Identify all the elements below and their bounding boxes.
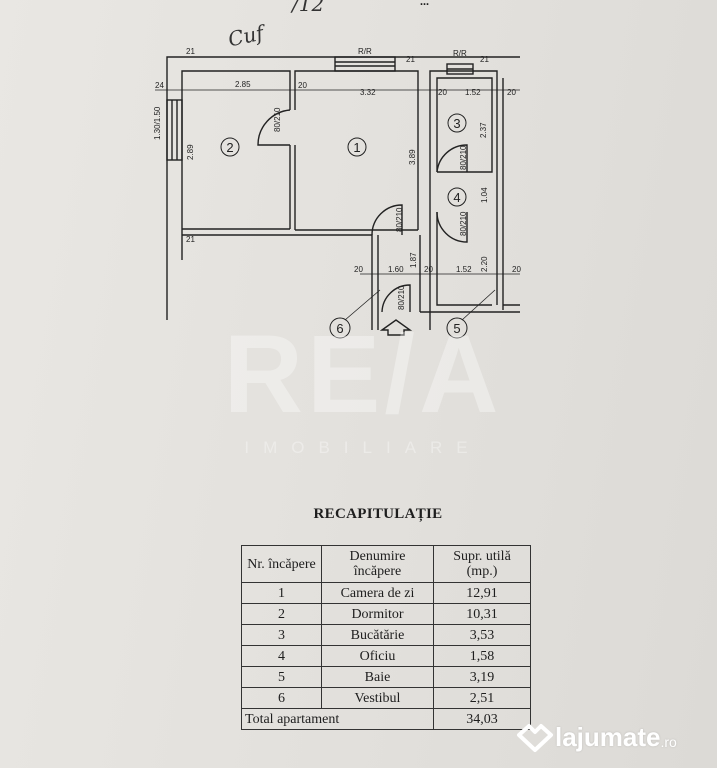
dim-label: 2.89 bbox=[186, 144, 195, 160]
dim-label: 21 bbox=[186, 235, 195, 244]
cell-nr: 3 bbox=[241, 624, 322, 646]
cell-name: Baie bbox=[321, 666, 434, 688]
dim-label: 24 bbox=[155, 81, 164, 90]
cell-area: 2,51 bbox=[433, 687, 531, 709]
cell-nr: 1 bbox=[241, 582, 322, 604]
door-label: 80/210 bbox=[397, 285, 406, 310]
recap-table: Nr. încăpere Denumire încăpere Supr. uti… bbox=[241, 545, 531, 730]
dimensions: 2.85 3.32 1.52 24 20 20 20 2.89 3.89 2.3… bbox=[153, 47, 521, 310]
cell-name: Bucătărie bbox=[321, 624, 434, 646]
dim-label: 20 bbox=[507, 88, 516, 97]
header-cell: Denumire încăpere bbox=[321, 545, 434, 583]
door-label: 80/210 bbox=[459, 145, 468, 170]
room-number: 3 bbox=[453, 116, 460, 131]
header-cell: Nr. încăpere bbox=[241, 545, 322, 583]
cell-name: Dormitor bbox=[321, 603, 434, 625]
door-label: 80/210 bbox=[273, 107, 282, 132]
door-label: 80/210 bbox=[459, 211, 468, 236]
room-markers: 1 2 3 4 5 6 bbox=[220, 113, 468, 339]
dim-label: 20 bbox=[512, 265, 521, 274]
watermark-logo: RE/A bbox=[223, 313, 503, 436]
table-header-row: Nr. încăpere Denumire încăpere Supr. uti… bbox=[241, 545, 531, 583]
watermark-sub: IMOBILIARE bbox=[244, 438, 482, 457]
cell-area: 1,58 bbox=[433, 645, 531, 667]
window-label: R/R bbox=[453, 49, 467, 58]
window-label: R/R bbox=[358, 47, 372, 56]
recap-title: RECAPITULAȚIE bbox=[313, 506, 443, 522]
room-number: 2 bbox=[226, 140, 233, 155]
cell-nr: 4 bbox=[241, 645, 322, 667]
dim-label: 3.89 bbox=[408, 149, 417, 165]
heart-check-icon bbox=[517, 723, 553, 752]
lajumate-tld: .ro bbox=[660, 733, 677, 750]
handwritten-mark: /12 bbox=[292, 0, 325, 16]
table-total-row: Total apartament 34,03 bbox=[241, 708, 531, 730]
cell-nr: 2 bbox=[241, 603, 322, 625]
dim-label: 20 bbox=[424, 265, 433, 274]
dim-label: 2.85 bbox=[235, 80, 251, 89]
dim-label: 20 bbox=[438, 88, 447, 97]
lajumate-watermark: lajumate.ro bbox=[515, 722, 677, 753]
header-fragment: ... bbox=[420, 0, 429, 8]
rea-watermark: RE/A IMOBILIARE bbox=[218, 320, 508, 458]
dim-label: 2.20 bbox=[480, 256, 489, 272]
dim-label: 1.60 bbox=[388, 265, 404, 274]
cell-name: Oficiu bbox=[321, 645, 434, 667]
dim-label: 2.37 bbox=[479, 122, 488, 138]
cell-area: 10,31 bbox=[433, 603, 531, 625]
total-label: Total apartament bbox=[241, 708, 434, 730]
total-value: 34,03 bbox=[433, 708, 531, 730]
dim-label: 21 bbox=[480, 55, 489, 64]
room-number: 6 bbox=[336, 321, 343, 336]
room-number: 4 bbox=[453, 190, 460, 205]
dim-label: 21 bbox=[186, 47, 195, 56]
dim-label: 1.87 bbox=[409, 252, 418, 268]
cell-area: 12,91 bbox=[433, 582, 531, 604]
dim-label: 1.04 bbox=[480, 187, 489, 203]
dim-label: 1.52 bbox=[465, 88, 481, 97]
window-label: 1.30/1.50 bbox=[153, 106, 162, 140]
dim-label: 3.32 bbox=[360, 88, 376, 97]
room-number: 5 bbox=[453, 321, 460, 336]
dim-label: 20 bbox=[298, 81, 307, 90]
cell-name: Vestibul bbox=[321, 687, 434, 709]
floor-plan: 1 2 3 4 5 6 2.85 3.32 1.52 24 20 20 20 2… bbox=[153, 47, 521, 339]
cell-area: 3,19 bbox=[433, 666, 531, 688]
dim-label: 20 bbox=[354, 265, 363, 274]
header-cell: Supr. utilă (mp.) bbox=[433, 545, 531, 583]
cell-nr: 6 bbox=[241, 687, 322, 709]
dim-label: 21 bbox=[406, 55, 415, 64]
walls bbox=[155, 56, 520, 336]
lajumate-name: lajumate bbox=[555, 722, 661, 752]
dim-label: 1.52 bbox=[456, 265, 472, 274]
cell-nr: 5 bbox=[241, 666, 322, 688]
cell-name: Camera de zi bbox=[321, 582, 434, 604]
room-number: 1 bbox=[353, 140, 360, 155]
cell-area: 3,53 bbox=[433, 624, 531, 646]
door-label: 80/210 bbox=[395, 207, 404, 232]
